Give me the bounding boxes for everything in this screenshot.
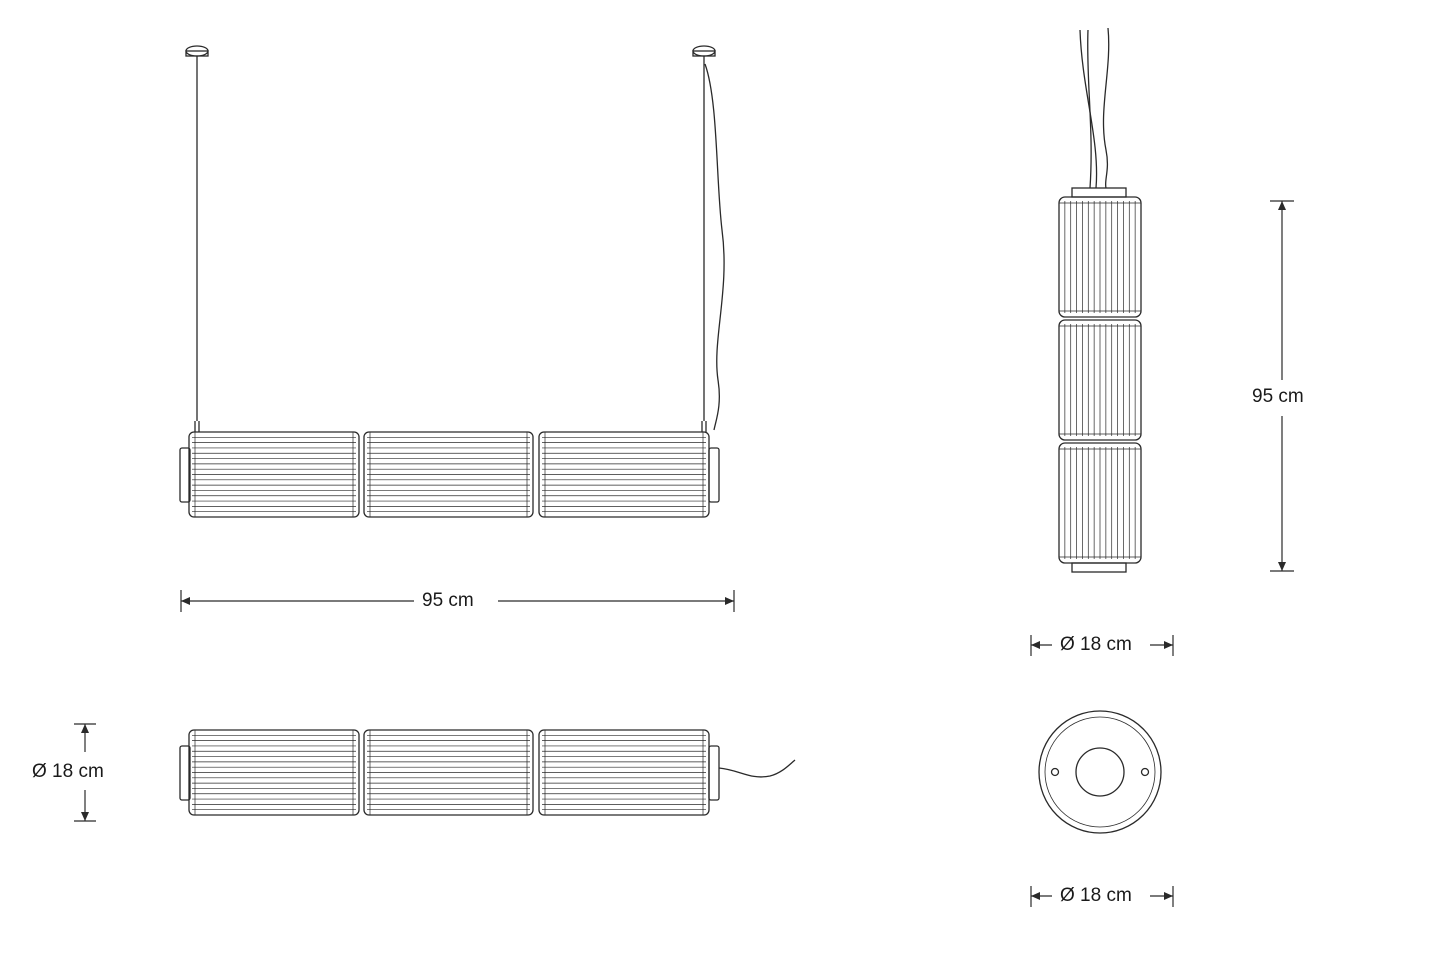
arrow-head	[1278, 562, 1286, 571]
segment-outline	[363, 431, 534, 518]
arrow-head	[725, 597, 734, 605]
width-dimension-label: 95 cm	[416, 590, 480, 612]
screw-hole-left	[1050, 767, 1060, 777]
canopy-inner-ring	[1044, 716, 1156, 828]
top-canopy	[1071, 187, 1127, 198]
segment-outline	[1058, 319, 1142, 441]
power-cord	[704, 63, 725, 431]
center-opening	[1075, 747, 1125, 797]
glass-segment	[1058, 319, 1142, 441]
arrow-head	[81, 812, 89, 821]
end-cap-left	[179, 745, 191, 801]
end-cap-left	[179, 447, 191, 503]
arrow-head	[1031, 892, 1040, 900]
suspended-horizontal-view	[179, 45, 725, 518]
glass-segment	[1058, 442, 1142, 564]
vertical-diameter-label: Ø 18 cm	[1054, 634, 1138, 656]
side-diameter-label: Ø 18 cm	[26, 761, 110, 783]
segment-outline	[188, 431, 360, 518]
arrow-head	[1164, 892, 1173, 900]
glass-segment	[363, 729, 534, 816]
side-horizontal-view	[179, 729, 796, 816]
end-cap-right	[708, 745, 720, 801]
glass-segment	[538, 431, 710, 518]
segment-outline	[1058, 196, 1142, 318]
arrow-head	[1278, 201, 1286, 210]
canopy-outer-ring	[1038, 710, 1162, 834]
glass-segment	[538, 729, 710, 816]
dimension-lines	[74, 200, 1294, 907]
height-dimension-label: 95 cm	[1246, 386, 1310, 408]
end-cap-right	[708, 447, 720, 503]
segment-outline	[188, 729, 360, 816]
arrow-head	[181, 597, 190, 605]
screw-hole-right	[1140, 767, 1150, 777]
arrow-head	[1031, 641, 1040, 649]
suspension-cable	[1102, 27, 1110, 189]
power-cord	[1079, 29, 1098, 189]
glass-segment	[363, 431, 534, 518]
bottom-cap	[1071, 562, 1127, 573]
suspension-cable	[1087, 29, 1092, 189]
power-cord	[718, 759, 796, 778]
glass-segment	[188, 729, 360, 816]
arrow-head	[1164, 641, 1173, 649]
segment-outline	[363, 729, 534, 816]
glass-segment	[188, 431, 360, 518]
glass-segment	[1058, 196, 1142, 318]
segment-outline	[538, 729, 710, 816]
segment-outline	[538, 431, 710, 518]
arrow-head	[81, 724, 89, 733]
base-diameter-label: Ø 18 cm	[1054, 885, 1138, 907]
canopy-bottom-view	[1038, 710, 1162, 834]
vertical-pendant-view	[1058, 27, 1142, 573]
